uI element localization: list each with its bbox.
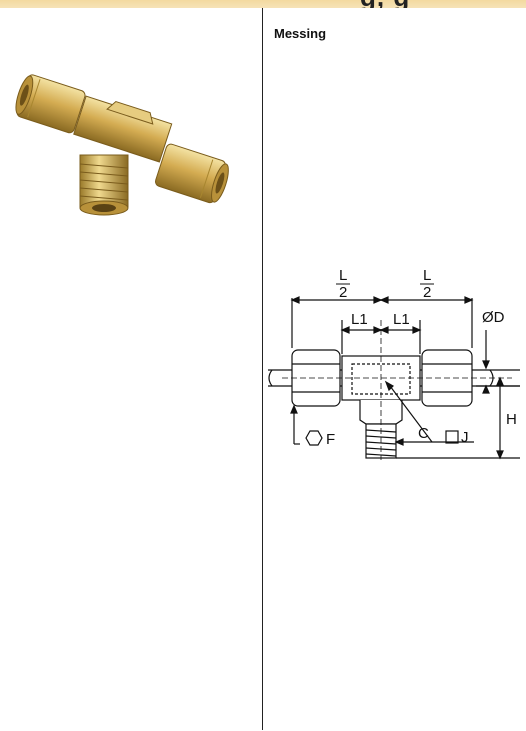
dim-l1-left: L1 <box>351 311 368 328</box>
threaded-branch <box>79 154 129 216</box>
dim-hex-f: F <box>326 431 335 448</box>
right-compression-nut <box>154 143 229 204</box>
dim-square-j: J <box>461 429 469 446</box>
dim-l-half-left-den: 2 <box>339 284 347 301</box>
dim-diameter-d: ØD <box>482 309 505 326</box>
product-photo <box>15 74 229 216</box>
page-header-fragment: g, g <box>360 0 526 8</box>
dim-thread-c: C <box>418 425 429 442</box>
tube-left-break <box>268 369 273 387</box>
dim-l1-right: L1 <box>393 311 410 328</box>
tee-body <box>73 95 173 163</box>
dim-l-half-left-num: L <box>339 267 347 284</box>
material-label: Messing <box>274 26 327 41</box>
dim-height-h: H <box>506 411 517 428</box>
square-icon <box>445 430 459 444</box>
column-divider <box>262 8 263 730</box>
top-accent-bar <box>0 0 526 8</box>
technical-drawing: L 2 L 2 L1 L1 ØD H F C J <box>268 267 520 460</box>
dim-l-half-right-den: 2 <box>423 284 431 301</box>
left-compression-nut <box>15 74 86 134</box>
hexagon-icon <box>305 430 323 446</box>
dim-l-half-right-num: L <box>423 267 431 284</box>
